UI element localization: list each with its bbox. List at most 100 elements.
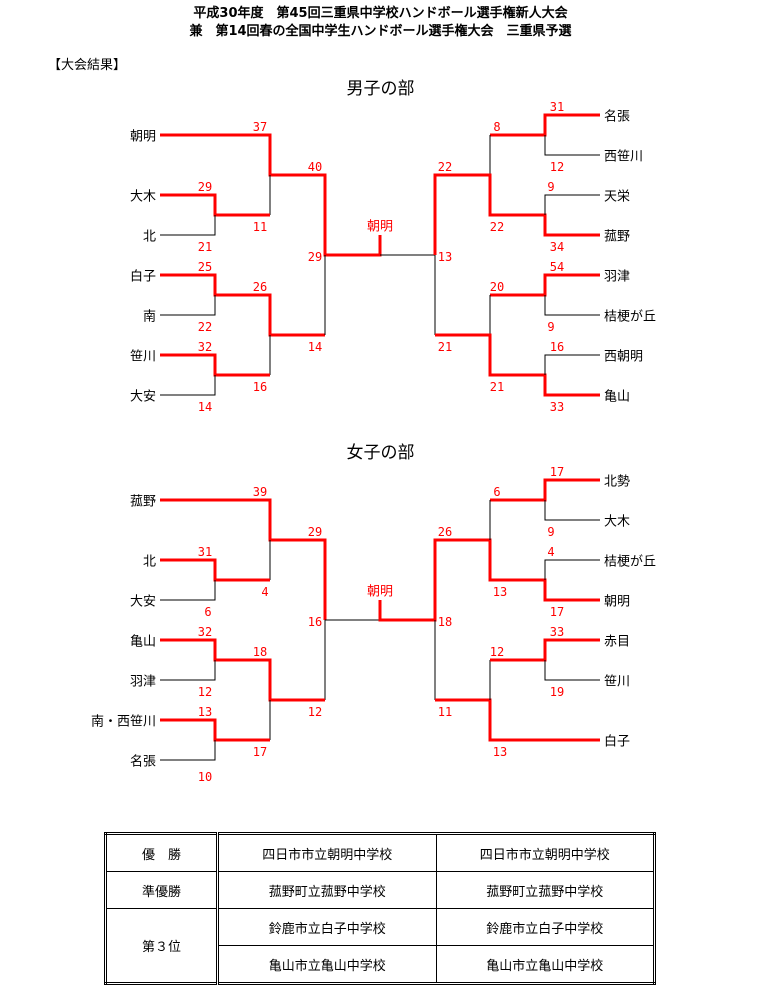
winner-line [433,173,600,255]
table-row: 第３位鈴鹿市立白子中学校鈴鹿市立白子中学校 [105,908,655,984]
score: 9 [547,525,555,539]
bracket-line [544,135,600,156]
score: 9 [547,180,555,194]
score: 18 [437,615,453,629]
winner-line [490,273,600,297]
score: 20 [489,280,505,294]
team-name: 羽津 [129,674,156,690]
team-name: 西朝明 [604,349,644,365]
score: 12 [549,160,565,174]
score: 33 [549,625,565,639]
title-line-1: 平成30年度 第45回三重県中学校ハンドボール選手権新人大会 [193,6,568,21]
score: 16 [252,380,268,394]
bracket-line [160,295,216,316]
score: 21 [489,380,505,394]
score: 29 [307,525,323,539]
score: 31 [197,545,213,559]
bracket-line [544,559,600,580]
score: 16 [549,340,565,354]
winner-line [378,538,600,622]
men-cell: 鈴鹿市立白子中学校 [217,908,437,946]
women-cell: 亀山市立亀山中学校 [435,945,655,984]
winner-line [160,558,270,582]
bracket-line [544,295,600,316]
bracket-line [160,375,216,396]
bracket-line [160,215,216,236]
team-name: 赤目 [604,634,631,650]
winner-line [490,113,600,137]
team-name: 菰野 [604,229,631,245]
team-name: 白子 [604,734,631,750]
bracket-line [544,500,600,521]
score: 26 [437,525,453,539]
men-cell: 四日市市立朝明中学校 [217,833,437,872]
score: 31 [549,100,565,114]
place-cell: 優 勝 [105,833,219,872]
bracket-line [544,194,600,215]
score: 14 [307,340,323,354]
table-row: 亀山市立亀山中学校亀山市立亀山中学校 [106,945,655,984]
winner-line [435,698,600,742]
place-cell: 第３位 [105,908,219,984]
team-name: 亀山 [129,634,156,650]
team-name: 南 [142,309,156,325]
score: 22 [197,320,213,334]
team-name: 天栄 [604,189,631,205]
score: 4 [261,585,269,599]
score: 21 [197,240,213,254]
winner-line [490,638,600,662]
bracket-line [544,354,600,375]
women-cell: 鈴鹿市立白子中学校 [435,908,655,946]
score: 22 [489,220,505,234]
score: 6 [204,605,212,619]
team-name: 笹川 [604,674,631,690]
men-heading: 男子の部 [346,79,415,99]
score: 25 [197,260,213,274]
score: 13 [492,585,508,599]
score: 40 [307,160,323,174]
score: 14 [197,400,213,414]
winner-line [160,638,325,702]
team-name: 朝明 [129,129,156,145]
table-row: 優 勝四日市市立朝明中学校四日市市立朝明中学校 [105,833,655,872]
men-champion: 朝明 [366,219,394,235]
score: 17 [549,605,565,619]
winner-line [160,353,270,377]
score: 13 [197,705,213,719]
score: 10 [197,770,213,784]
table-row: 準優勝菰野町立菰野中学校菰野町立菰野中学校 [105,871,655,909]
bracket-lines [160,113,600,761]
score: 21 [437,340,453,354]
score: 19 [549,685,565,699]
women-cell: 四日市市立朝明中学校 [435,833,655,872]
title-line-2: 兼 第14回春の全国中学生ハンドボール選手権大会 三重県予選 [189,24,572,39]
bracket-line [544,660,600,681]
results-table: 優 勝四日市市立朝明中学校四日市市立朝明中学校 準優勝菰野町立菰野中学校菰野町立… [104,832,656,985]
women-champion: 朝明 [366,584,394,600]
place-cell: 準優勝 [105,871,219,909]
score: 26 [252,280,268,294]
men-cell: 菰野町立菰野中学校 [217,871,437,909]
bracket-line [160,580,216,601]
team-name: 桔梗が丘 [604,309,657,325]
team-name: 南・西笹川 [90,714,156,730]
team-name: 北 [142,229,156,245]
team-name: 名張 [604,109,631,125]
score: 13 [437,250,453,264]
score: 17 [252,745,268,759]
team-name: 亀山 [604,389,631,405]
score: 32 [197,625,213,639]
team-name: 大木 [129,189,156,205]
score: 37 [252,120,268,134]
winner-line [490,478,600,502]
score: 29 [197,180,213,194]
team-name: 桔梗が丘 [604,554,657,570]
team-name: 笹川 [129,349,156,365]
men-cell: 亀山市立亀山中学校 [217,945,437,984]
team-name: 朝明 [604,594,631,610]
women-cell: 菰野町立菰野中学校 [435,871,655,909]
section-label: 【大会結果】 [48,58,127,73]
team-name: 大安 [129,594,156,610]
winner-line [160,193,270,217]
women-heading: 女子の部 [346,443,415,463]
